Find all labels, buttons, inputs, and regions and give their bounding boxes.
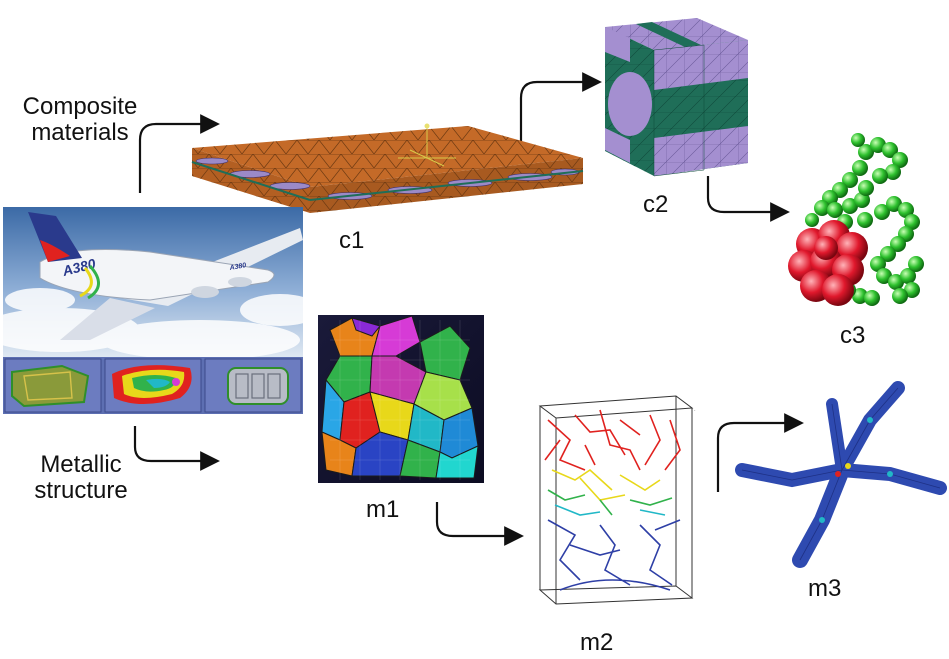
m2-dislocation-network-model: · xyxy=(540,396,696,604)
arrow-c2-to-c3 xyxy=(708,176,786,212)
label-m2: m2 xyxy=(580,630,613,656)
arrow-m1-to-m2 xyxy=(437,502,520,536)
label-composite-line2: materials xyxy=(0,120,160,146)
label-m3: m3 xyxy=(808,576,841,602)
label-m1: m1 xyxy=(366,497,399,523)
label-metallic-structure: Metallic structure xyxy=(12,452,150,505)
arrow-c1-to-c2 xyxy=(521,82,598,152)
m3-junction-model xyxy=(742,388,940,560)
label-c3: c3 xyxy=(840,323,865,349)
m1-polycrystal-grain-model xyxy=(318,315,484,483)
m2-axis-tick: · xyxy=(694,408,696,414)
fea-panel-strip xyxy=(3,357,303,414)
c2-composite-cube-model xyxy=(605,18,748,176)
label-metallic-line1: Metallic xyxy=(12,452,150,478)
label-c1: c1 xyxy=(339,228,364,254)
c1-composite-plate-model xyxy=(192,124,583,214)
label-metallic-line2: structure xyxy=(12,478,150,504)
label-c2: c2 xyxy=(643,192,668,218)
c3-particle-chain-model xyxy=(788,133,924,306)
label-composite-materials: Composite materials xyxy=(0,94,160,147)
label-composite-line1: Composite xyxy=(0,94,160,120)
aircraft-photo: A380 A380 xyxy=(0,207,320,360)
